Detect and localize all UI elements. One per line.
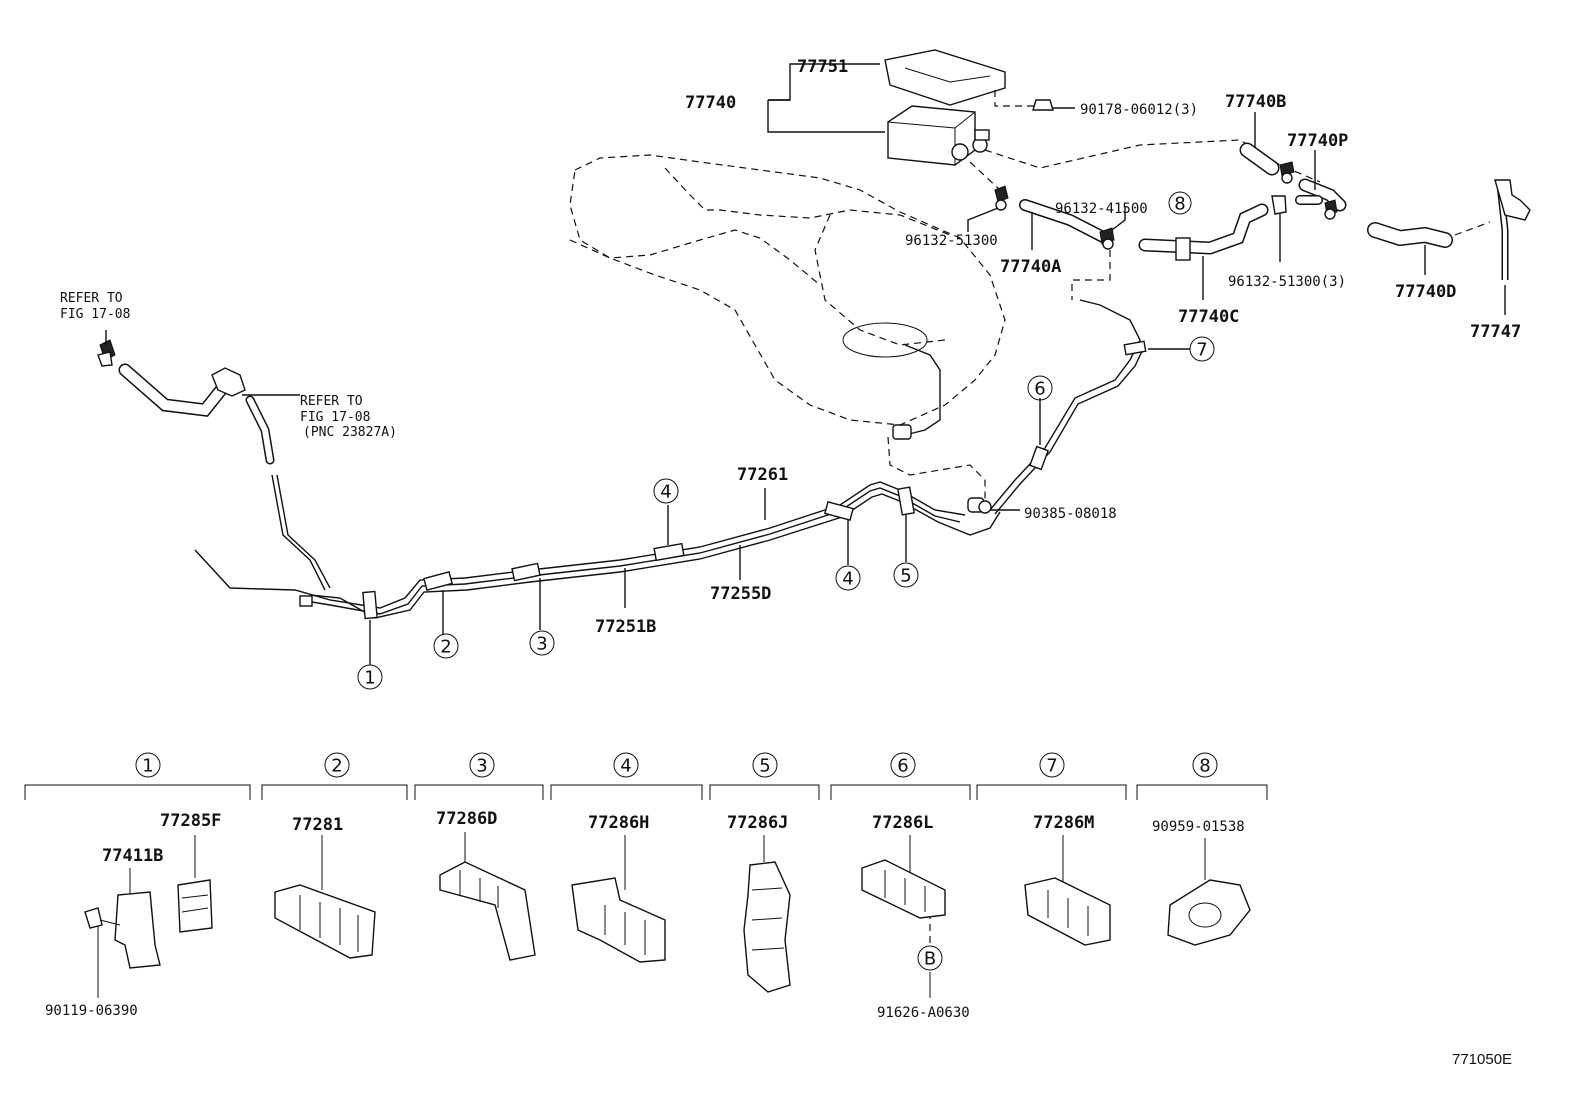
legend-label-90959-01538: 90959-01538 (1152, 819, 1245, 835)
svg-text:5: 5 (900, 566, 911, 587)
clip-77286J-icon (743, 861, 791, 993)
refer-note-2-line2: FIG 17-08 (300, 410, 370, 425)
svg-text:4: 4 (842, 569, 853, 590)
svg-text:1: 1 (142, 756, 153, 777)
refer-note-1-line1: REFER TO (60, 291, 123, 306)
svg-text:8: 8 (1174, 194, 1185, 215)
refer-note-2-line1: REFER TO (300, 394, 363, 409)
clip-77286L-icon (861, 859, 946, 919)
svg-text:6: 6 (897, 756, 908, 777)
svg-text:5: 5 (759, 756, 770, 777)
callout-6: 6 (1027, 375, 1053, 401)
pipe-77747 (1494, 179, 1531, 315)
svg-text:6: 6 (1034, 379, 1045, 400)
clamp-96132-41500 (1071, 206, 1126, 300)
svg-text:2: 2 (440, 637, 451, 658)
legend-callout-2: 2 (324, 752, 350, 778)
clip-77286H-icon (571, 877, 666, 963)
callout-4: 4 (653, 478, 679, 504)
svg-text:1: 1 (364, 668, 375, 689)
legend-label-91626-A0630: 91626-A0630 (877, 1005, 970, 1021)
legend-label-77286H: 77286H (588, 813, 649, 833)
figure-code: 771050E (1452, 1051, 1512, 1068)
refer-note-2-line3: (PNC 23827A) (303, 425, 397, 440)
bolt-90119-06390-icon (84, 907, 121, 929)
label-90385-08018: 90385-08018 (1024, 506, 1117, 522)
legend-label-77286L: 77286L (872, 813, 933, 833)
svg-text:7: 7 (1196, 340, 1207, 361)
fuel-tank-outline (569, 154, 1006, 500)
label-96132-51300: 96132-51300 (905, 233, 998, 249)
legend-callout-7: 7 (1039, 752, 1065, 778)
label-77740P: 77740P (1287, 131, 1348, 151)
label-90178-06012: 90178-06012(3) (1080, 102, 1198, 118)
callout-3: 3 (529, 630, 555, 656)
label-77740B: 77740B (1225, 92, 1286, 112)
hose-77740B (1239, 112, 1280, 176)
legend-label-77285F: 77285F (160, 811, 221, 831)
callout-B: B (917, 945, 943, 971)
leader-77740 (767, 100, 885, 133)
label-77740: 77740 (685, 93, 736, 113)
legend-label-77286D: 77286D (436, 809, 497, 829)
legend-callout-8: 8 (1192, 752, 1218, 778)
callout-8: 8 (1168, 191, 1192, 215)
label-77251B: 77251B (595, 617, 656, 637)
svg-text:7: 7 (1046, 756, 1057, 777)
svg-text:2: 2 (331, 756, 342, 777)
label-77751: 77751 (797, 57, 848, 77)
svg-text:3: 3 (476, 756, 487, 777)
legend-callout-6: 6 (890, 752, 916, 778)
callout-1: 1 (357, 664, 383, 690)
label-77740D: 77740D (1395, 282, 1456, 302)
clamp-96132-51300 (967, 185, 1009, 232)
label-96132-51300-3: 96132-51300(3) (1228, 274, 1346, 290)
legend-label-77286M: 77286M (1033, 813, 1094, 833)
legend-callout-5: 5 (752, 752, 778, 778)
label-96132-41500: 96132-41500 (1055, 201, 1148, 217)
legend-label-77281: 77281 (292, 815, 343, 835)
callout-5: 5 (893, 562, 919, 588)
label-77255D: 77255D (710, 584, 771, 604)
clip-77286D-icon (439, 861, 536, 961)
legend-label-77286J: 77286J (727, 813, 788, 833)
pipe-77740P (1279, 150, 1347, 220)
legend-callout-4: 4 (613, 752, 639, 778)
label-77261: 77261 (737, 465, 788, 485)
legend-callout-1: 1 (135, 752, 161, 778)
svg-text:8: 8 (1199, 756, 1210, 777)
clip-90959-01538-icon (1167, 879, 1251, 946)
callout-7: 7 (1189, 336, 1215, 362)
nut-icon (1032, 99, 1054, 111)
label-77747: 77747 (1470, 322, 1521, 342)
hose-77740A (1019, 199, 1111, 250)
fuel-lines (97, 299, 1190, 665)
svg-text:4: 4 (620, 756, 631, 777)
bracket-77411B-icon (114, 891, 161, 969)
hose-77740C (1138, 195, 1287, 300)
refer-note-1-line2: FIG 17-08 (60, 307, 130, 322)
svg-text:B: B (924, 949, 936, 970)
canister-bracket-icon (884, 49, 1006, 106)
legend-label-90119-06390: 90119-06390 (45, 1003, 138, 1019)
svg-text:3: 3 (536, 634, 547, 655)
callout-2: 2 (433, 633, 459, 659)
legend-brackets (24, 784, 1268, 800)
label-77740A: 77740A (1000, 257, 1061, 277)
callout-4b: 4 (835, 565, 861, 591)
legend-label-77411B: 77411B (102, 846, 163, 866)
canister-assembly (767, 49, 1321, 191)
hose-77740D (1367, 221, 1491, 275)
label-77740C: 77740C (1178, 307, 1239, 327)
clip-77281-icon (274, 884, 376, 959)
clip-77285F-icon (177, 879, 213, 933)
clip-77286M-icon (1024, 877, 1111, 946)
legend-callout-3: 3 (469, 752, 495, 778)
svg-text:4: 4 (660, 482, 671, 503)
